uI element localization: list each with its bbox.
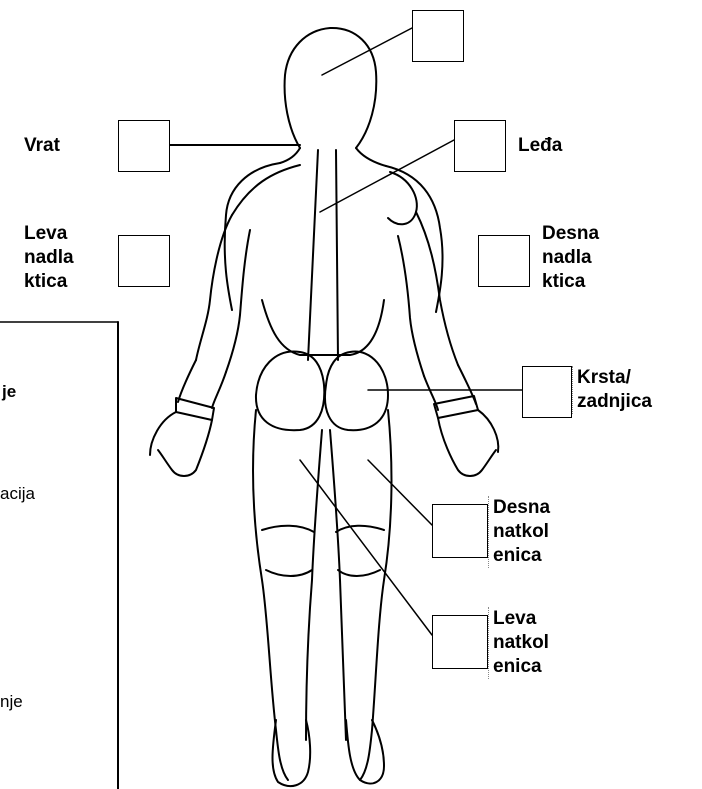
leva-natkolenica-line-1: Leva (493, 607, 549, 631)
leda-checkbox[interactable] (454, 120, 506, 172)
right-upper-arm (398, 212, 458, 376)
leva-natkolenica-checkbox[interactable] (432, 615, 488, 669)
left-leg (253, 410, 322, 780)
leader-leda (320, 140, 454, 212)
desna-natkolenica-label: Desna natkol enica (488, 496, 550, 568)
desna-nadlaktica-line-2: nadla (542, 246, 599, 270)
panel-fragment-1: acija (0, 484, 35, 504)
krsta-zadnjica-checkbox[interactable] (522, 366, 572, 418)
desna-nadlaktica-label: Desna nadla ktica (542, 222, 599, 294)
buttocks-right (325, 352, 388, 431)
left-shoulder (232, 165, 300, 215)
buttocks-left (256, 351, 324, 430)
right-shoulder (388, 172, 417, 224)
krsta-zadnjica-label: Krsta/ zadnjica (572, 366, 652, 414)
desna-nadlaktica-line-3: ktica (542, 270, 599, 294)
right-wrist (434, 396, 478, 418)
right-foot (346, 720, 384, 784)
desna-natkolenica-line-1: Desna (493, 496, 550, 520)
left-upper-arm (196, 215, 250, 372)
desna-natkolenica-line-3: enica (493, 544, 550, 568)
right-knee (336, 526, 384, 576)
leva-natkolenica-line-3: enica (493, 655, 549, 679)
vrat-checkbox[interactable] (118, 120, 170, 172)
right-leg (330, 410, 391, 780)
left-wrist (176, 398, 214, 420)
leda-label: Leđa (518, 134, 562, 158)
right-forearm (424, 365, 476, 410)
spine-strip (308, 150, 338, 360)
desna-natkolenica-checkbox[interactable] (432, 504, 488, 558)
left-hand (150, 412, 212, 476)
leva-natkolenica-line-2: natkol (493, 631, 549, 655)
krsta-line-2: zadnjica (577, 390, 652, 414)
head-checkbox[interactable] (412, 10, 464, 62)
leader-desna-natkolenica (368, 460, 432, 525)
waist (262, 300, 384, 355)
leva-nadlaktica-line-2: nadla (24, 246, 74, 270)
right-hand (438, 410, 498, 476)
neck-outline (280, 148, 386, 166)
leader-leva-natkolenica (300, 460, 432, 635)
desna-nadlaktica-line-1: Desna (542, 222, 599, 246)
vrat-label: Vrat (24, 134, 60, 158)
desna-natkolenica-line-2: natkol (493, 520, 550, 544)
krsta-line-1: Krsta/ (577, 366, 652, 390)
panel-fragment-2: nje (0, 692, 23, 712)
left-knee (262, 526, 314, 576)
leva-nadlaktica-checkbox[interactable] (118, 235, 170, 287)
leva-natkolenica-label: Leva natkol enica (488, 607, 549, 679)
panel-fragment-bold: je (2, 382, 16, 402)
head-outline (285, 28, 377, 148)
desna-nadlaktica-checkbox[interactable] (478, 235, 530, 287)
leader-head (322, 28, 412, 75)
leva-nadlaktica-line-1: Leva (24, 222, 74, 246)
leva-nadlaktica-label: Leva nadla ktica (24, 222, 74, 294)
leva-nadlaktica-line-3: ktica (24, 270, 74, 294)
